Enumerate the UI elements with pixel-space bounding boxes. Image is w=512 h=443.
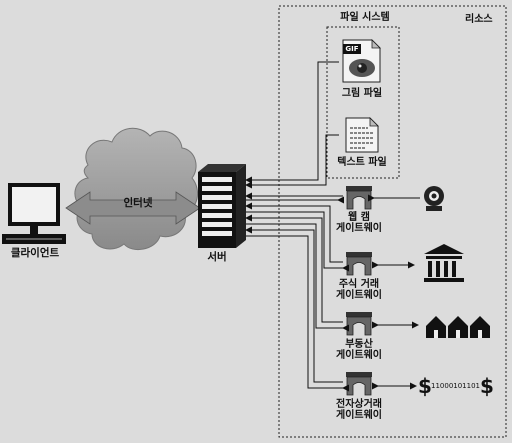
dollar-icon: $ [480, 374, 494, 398]
text-file-icon [345, 117, 379, 153]
stock-gateway-label: 주식 거래 게이트웨이 [336, 279, 382, 301]
realestate-gateway-label: 부동산 게이트웨이 [336, 339, 382, 361]
bank-icon [424, 244, 464, 282]
gateway-icon [346, 186, 372, 210]
image-file-label: 그림 파일 [341, 88, 383, 99]
client-label: 클라이언트 [10, 247, 60, 259]
ecommerce-bits: 11000101101 [431, 382, 480, 390]
internet-label: 인터넷 [123, 197, 153, 209]
gif-badge: GIF [345, 45, 359, 53]
houses-icon [426, 316, 490, 338]
gateway-icon [346, 372, 372, 396]
resources-boundary [278, 5, 507, 438]
server-rack-icon [198, 164, 246, 248]
connection-lines [245, 61, 420, 392]
gateway-icon [346, 312, 372, 336]
gateway-icon [346, 252, 372, 276]
monitor-icon [2, 183, 66, 244]
webcam-icon [424, 186, 444, 211]
server-label: 서버 [207, 251, 227, 263]
webcam-gateway-label: 웹 캠 게이트웨이 [336, 212, 382, 234]
image-file-icon [342, 39, 381, 83]
ecommerce-gateway-label: 전자상거래 게이트웨이 [336, 399, 382, 421]
resources-title: 리소스 [465, 14, 493, 25]
cloud-icon [74, 127, 199, 251]
text-file-label: 텍스트 파일 [337, 157, 387, 168]
filesystem-boundary [326, 26, 400, 179]
dollar-icon: $ [418, 374, 432, 398]
filesystem-title: 파일 시스템 [340, 12, 390, 23]
